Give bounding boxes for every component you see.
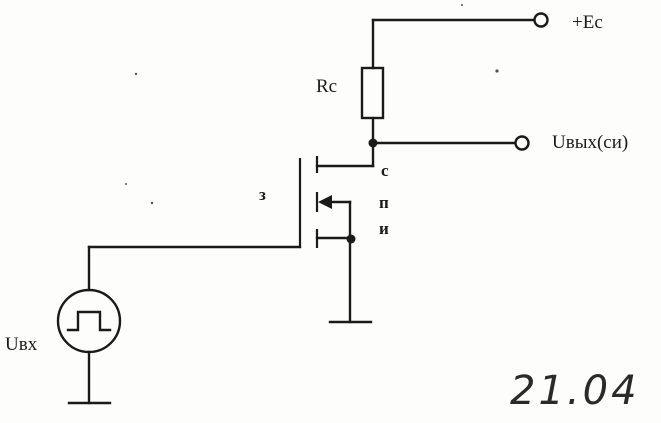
drain-label: с [381,161,389,180]
scan-speck [495,69,499,73]
gate-wire [87,245,302,292]
input-pulse-source [56,288,122,354]
supply-terminal [533,12,549,28]
supply-rail [371,18,535,70]
input-ground [67,350,112,405]
pulse-waveform-icon [66,310,112,332]
drain-wire [371,116,517,168]
output-terminal [514,135,530,151]
output-node [368,138,378,148]
scan-speck [461,4,463,6]
scan-speck [134,72,138,76]
scan-speck [150,201,154,205]
source-label: и [379,219,389,238]
drain-resistor-label: Rc [316,76,337,97]
mosfet-transistor [298,156,375,324]
drain-resistor [360,66,385,120]
substrate-label: п [379,193,389,212]
input-label: Uвх [5,334,38,355]
supply-label: +Ec [572,12,603,33]
substrate-arrow-icon [318,195,332,209]
output-label: Uвых(си) [552,132,628,153]
gate-label: з [259,185,266,204]
scan-speck [125,183,127,185]
handwritten-note: 21.04 [510,368,640,414]
